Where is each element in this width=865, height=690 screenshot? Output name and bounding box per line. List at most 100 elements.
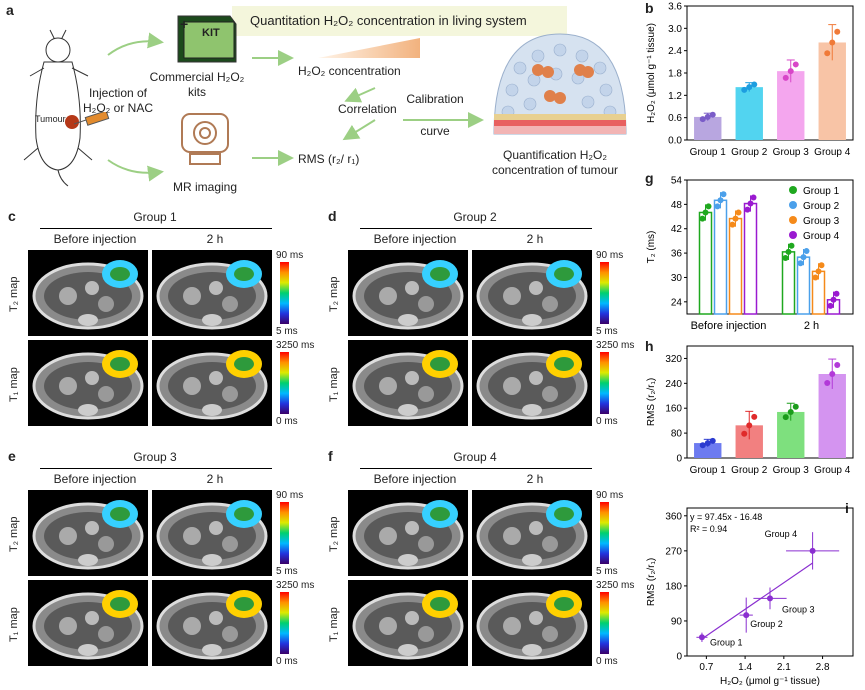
chart-g-point-0-2-2	[735, 209, 742, 216]
chart-h-point-2-1	[787, 408, 794, 415]
chart-g-point-1-0-1	[785, 248, 792, 255]
chart-i-xtick-label-2: 2.1	[777, 662, 791, 673]
quantification-line2: concentration of tumour	[491, 163, 619, 177]
chart-h-point-0-2	[709, 437, 716, 444]
chart-i-point-2	[767, 595, 773, 602]
chart-i-equation: y = 97.45x - 16.48	[690, 512, 762, 522]
colorbar-t2-max-c: 90 ms	[276, 250, 304, 261]
chart-b-xtick-label-2: Group 3	[773, 147, 810, 158]
colorbar-t2-min-d: 5 ms	[596, 326, 618, 337]
chart-g-point-0-3-1	[747, 200, 754, 207]
chart-h-ytick-label-4: 320	[665, 354, 682, 365]
colorbar-t1-f	[600, 592, 609, 654]
chart-i-point-1	[743, 612, 750, 619]
group-title-d: Group 2	[453, 210, 497, 224]
chart-i-point-0	[698, 634, 705, 641]
chart-b-point-3-2	[834, 28, 841, 35]
chart-g-point-0-1-1	[717, 197, 724, 204]
chart-h-xtick-label-3: Group 4	[814, 465, 851, 476]
chart-h-point-1-2	[751, 413, 758, 420]
correlation-label: Correlation	[338, 102, 397, 116]
chart-h-xtick-label-0: Group 1	[690, 465, 727, 476]
chart-g-xtick-label-0: Before injection	[691, 320, 767, 332]
chart-h-point-3-1	[829, 371, 836, 377]
chart-g-point-0-2-1	[732, 215, 739, 222]
colorbar-t1-e	[280, 592, 289, 654]
t1-row-label-c: T₁ map	[8, 367, 20, 402]
chart-b-ytick-label-1: 0.6	[668, 113, 682, 124]
mri-image-t1-before-d	[348, 340, 468, 426]
chart-g-ytick-label-1: 30	[671, 273, 683, 284]
chart-g-point-1-1-0	[797, 260, 804, 267]
chart-g-bar-0-2	[728, 217, 743, 315]
chart-h-point-1-0	[741, 430, 748, 437]
chart-h-ylabel: RMS (r₂/r₁)	[646, 378, 657, 426]
chart-b-ytick-label-6: 3.6	[668, 2, 682, 13]
chart-i-xlabel: H₂O₂ (μmol g⁻¹ tissue)	[720, 676, 820, 687]
chart-b-point-3-0	[824, 50, 831, 57]
colorbar-t2-d	[600, 262, 609, 324]
mri-image-t1-after-d	[472, 340, 592, 426]
injection-line1: Injection of	[88, 86, 148, 100]
panel-label-g: g	[645, 170, 654, 186]
kit-plus: +	[180, 16, 189, 32]
colorbar-t2-c	[280, 262, 289, 324]
chart-g-legend-label-1: Group 2	[803, 201, 840, 212]
flow-arrows	[107, 32, 484, 182]
chart-g-point-0-1-0	[714, 203, 721, 210]
chart-g-point-0-2-0	[729, 221, 736, 228]
mri-image-t2-after-e	[152, 490, 272, 576]
colorbar-t2-min-f: 5 ms	[596, 566, 618, 577]
tumour-label: Tumour	[35, 114, 66, 124]
chart-g-point-1-2-1	[815, 268, 822, 275]
after-label-e: 2 h	[206, 472, 224, 486]
chart-i-xtick-label-0: 0.7	[699, 662, 713, 673]
chart-h-ytick-label-0: 0	[676, 454, 682, 465]
mri-image-t1-after-f	[472, 580, 592, 666]
t2-row-label-e: T₂ map	[8, 516, 20, 552]
commercial-kits-line2: kits	[188, 85, 206, 99]
colorbar-t1-max-f: 3250 ms	[596, 580, 635, 591]
colorbar-t1-d	[600, 352, 609, 414]
chart-b-point-3-1	[829, 39, 836, 46]
chart-h-axes-frame	[686, 345, 854, 459]
chart-g-point-1-3-2	[833, 290, 840, 297]
chart-b-ytick-label-2: 1.2	[668, 91, 682, 102]
chart-g-point-1-1-2	[803, 248, 810, 255]
colorbar-t2-min-e: 5 ms	[276, 566, 298, 577]
rms-label: RMS (r₂/ r₁)	[298, 152, 360, 166]
group-underline-f	[360, 468, 592, 469]
chart-g-point-0-0-2	[705, 203, 712, 210]
chart-g-point-0-0-0	[699, 215, 706, 222]
chart-i-ylabel: RMS (r₂/r₁)	[646, 558, 657, 606]
chart-g-ytick-label-5: 54	[671, 176, 683, 187]
chart-g-point-1-3-0	[827, 302, 834, 309]
mr-scanner-icon	[181, 113, 229, 165]
group-underline-d	[360, 228, 592, 229]
chart-b-point-1-2	[751, 81, 758, 88]
chart-h-ytick-label-3: 240	[665, 379, 682, 390]
chart-b-xtick-label-1: Group 2	[731, 147, 768, 158]
chart-b-xtick-label-3: Group 4	[814, 147, 851, 158]
kit-text: KIT	[202, 27, 220, 39]
colorbar-t2-max-d: 90 ms	[596, 250, 624, 261]
before-label-c: Before injection	[53, 232, 137, 246]
chart-i-point-label-1: Group 2	[750, 619, 783, 629]
t2-row-label-c: T₂ map	[8, 276, 20, 312]
mri-image-t1-before-e	[28, 580, 148, 666]
chart-b-ytick-label-5: 3.0	[668, 24, 682, 35]
kit-box-icon	[177, 15, 237, 63]
colorbar-t2-max-f: 90 ms	[596, 490, 624, 501]
colorbar-t1-min-f: 0 ms	[596, 656, 618, 667]
chart-i-ytick-label-0: 0	[676, 652, 682, 663]
chart-g-point-1-2-2	[818, 262, 825, 269]
chart-g-point-0-3-2	[750, 194, 757, 201]
chart-h-point-3-0	[824, 379, 831, 386]
before-label-d: Before injection	[373, 232, 457, 246]
chart-g-legend-label-2: Group 3	[803, 216, 840, 227]
mri-image-t2-before-e	[28, 490, 148, 576]
group-title-c: Group 1	[133, 210, 177, 224]
after-label-d: 2 h	[526, 232, 544, 246]
chart-g-ytick-label-2: 36	[671, 249, 683, 260]
colorbar-t1-max-d: 3250 ms	[596, 340, 635, 351]
